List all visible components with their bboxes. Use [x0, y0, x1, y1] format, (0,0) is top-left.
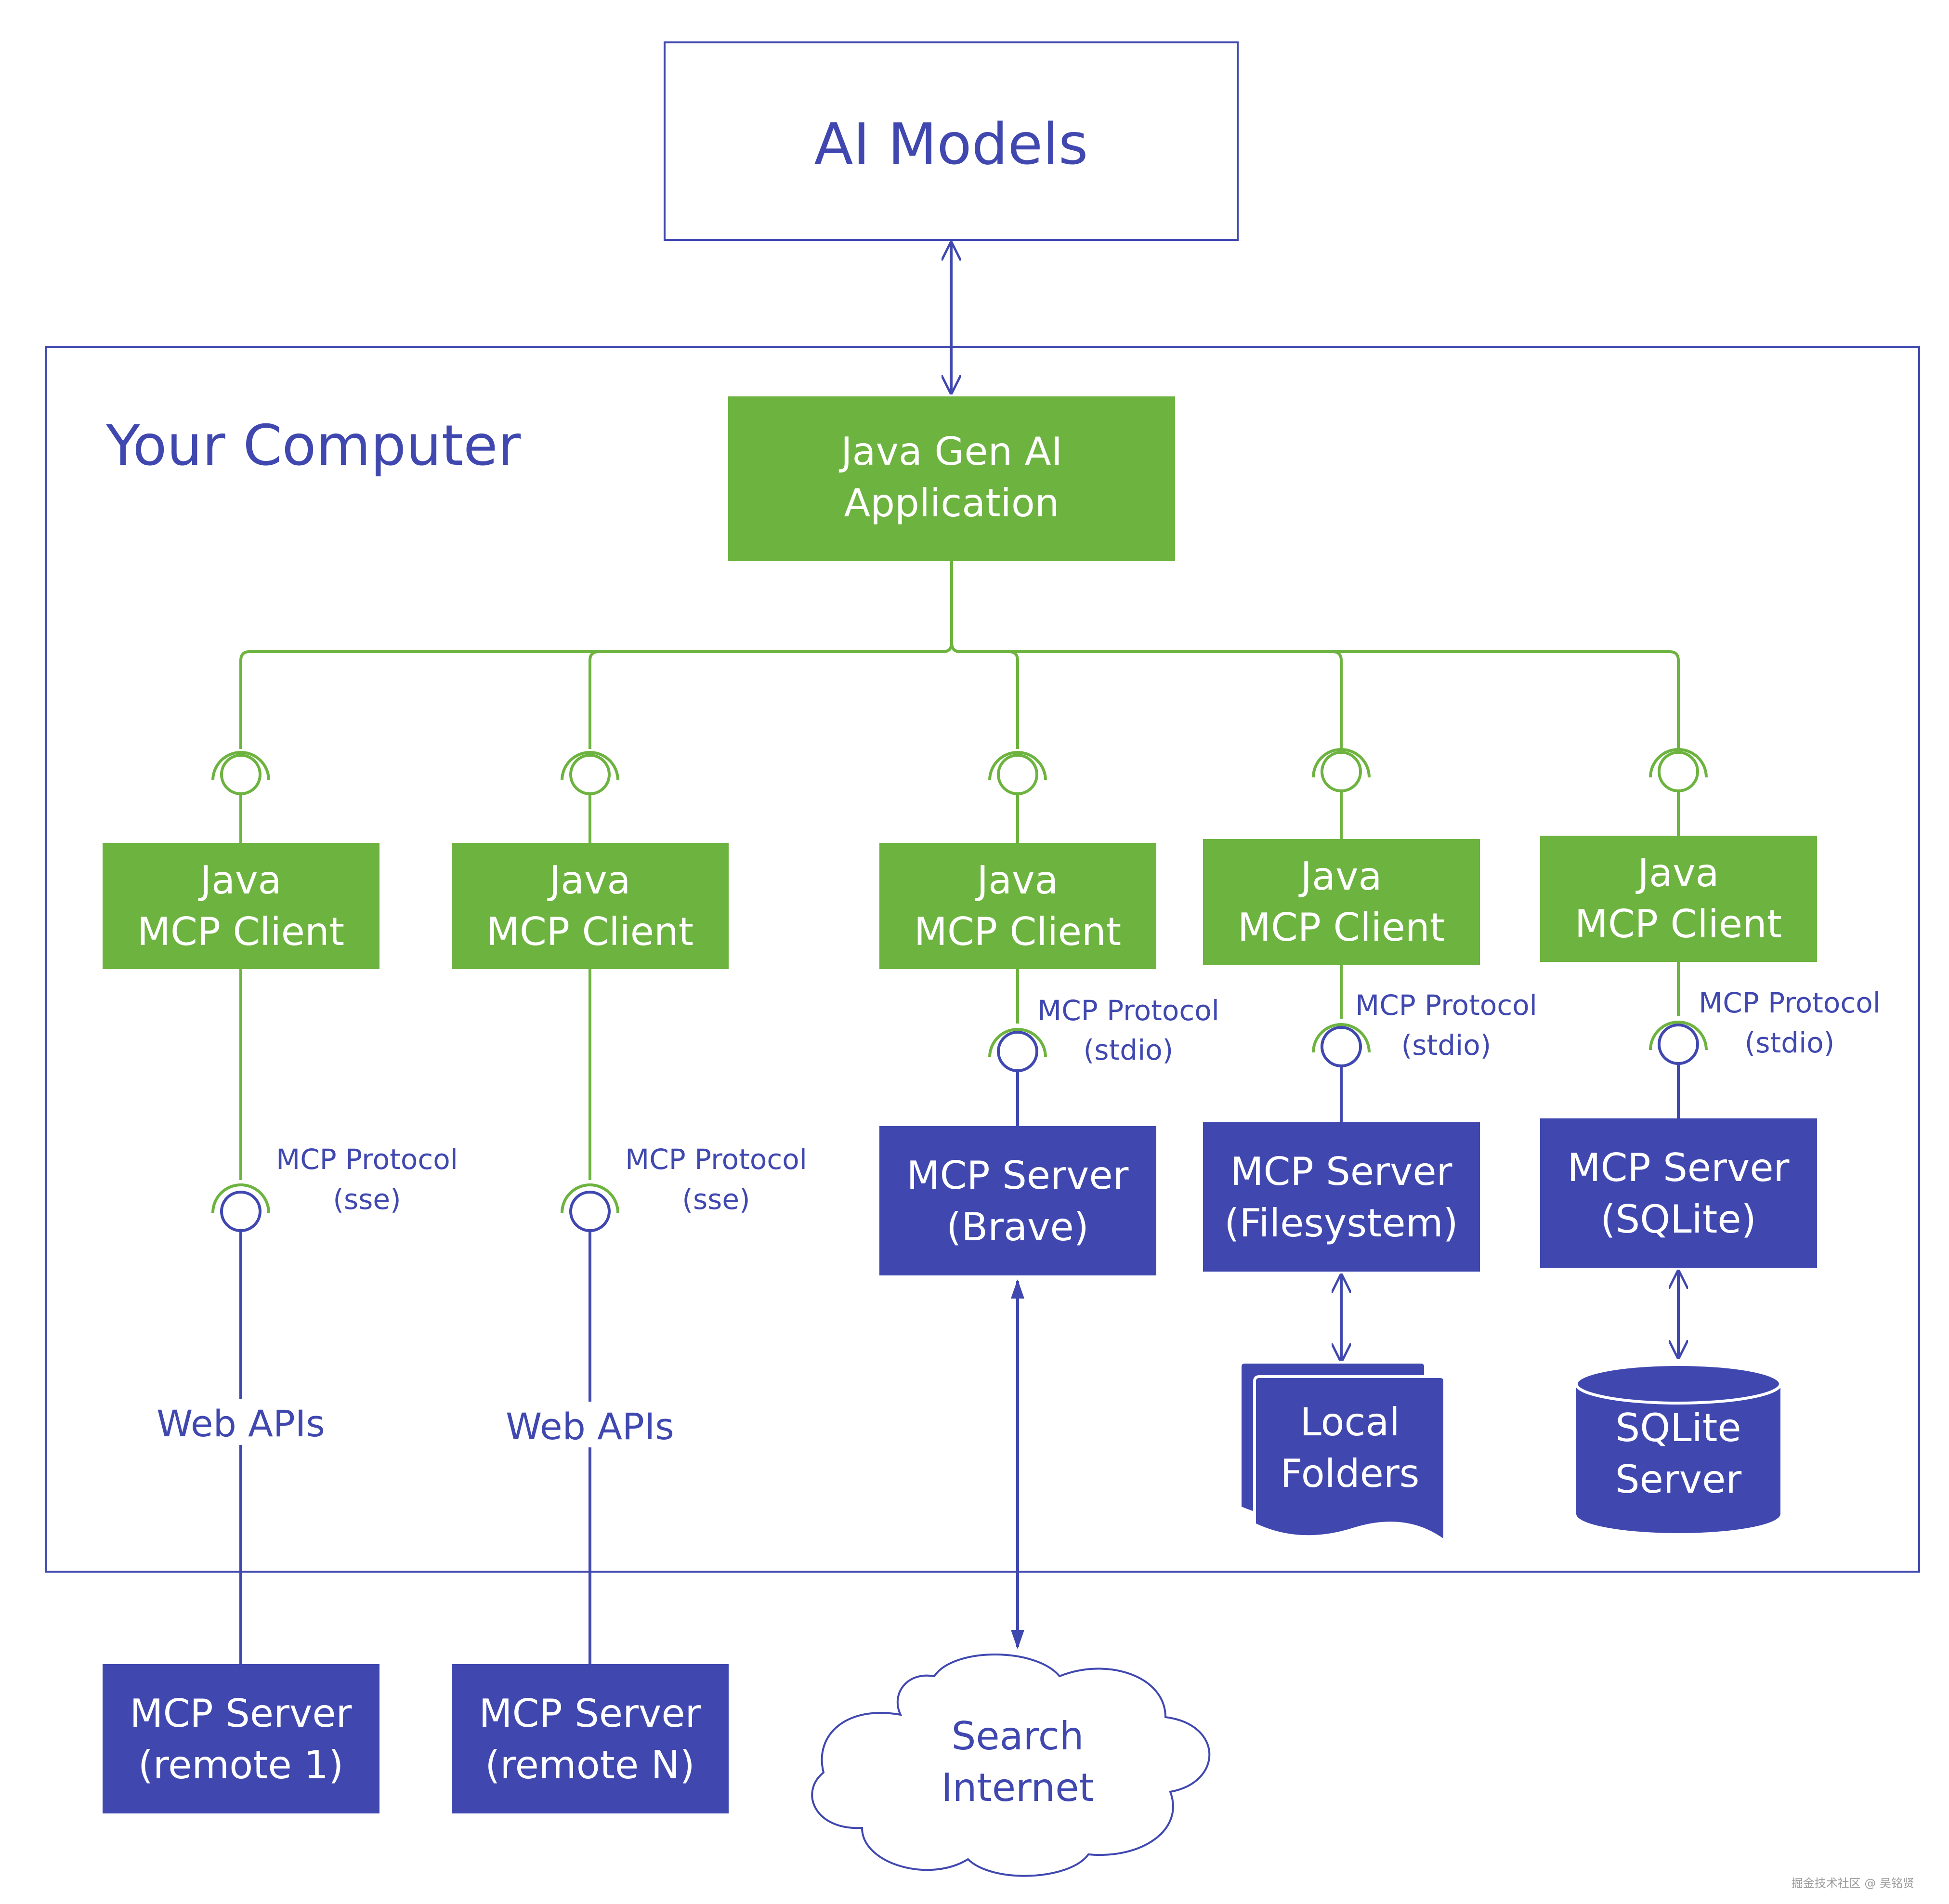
client-3-line1: Java	[975, 858, 1059, 903]
protocol-3-line2: (stdio)	[1084, 1034, 1174, 1066]
client-5-line1: Java	[1635, 851, 1719, 895]
protocol-sockets	[211, 1021, 1708, 1232]
client-1-line1: Java	[198, 858, 282, 903]
remote-n-line2: (remote N)	[485, 1743, 695, 1787]
client-4-line1: Java	[1298, 854, 1382, 899]
sqlite-server-line1: MCP Server	[1568, 1145, 1790, 1190]
java-mcp-client-3: Java MCP Client	[879, 843, 1156, 969]
protocol-5-line2: (stdio)	[1745, 1026, 1835, 1059]
sse-green-lines	[239, 962, 1680, 1180]
java-mcp-client-4: Java MCP Client	[1203, 839, 1480, 965]
app-label-line1: Java Gen AI	[838, 429, 1062, 474]
client-3-line2: MCP Client	[914, 909, 1121, 954]
protocol-4-line1: MCP Protocol	[1355, 989, 1537, 1022]
protocol-2-line2: (sse)	[682, 1183, 750, 1216]
mcp-server-remote-1: MCP Server (remote 1)	[103, 1664, 379, 1813]
client-interface-5	[1649, 748, 1708, 836]
brave-line1: MCP Server	[907, 1153, 1129, 1198]
sqlite-db-line1: SQLite	[1615, 1405, 1741, 1450]
app-connectors	[239, 561, 1680, 749]
watermark-text: 掘金技术社区 @ 吴铭贤	[1792, 1877, 1914, 1890]
mcp-server-sqlite: MCP Server (SQLite)	[1540, 1118, 1817, 1268]
protocol-labels: MCP Protocol (sse) MCP Protocol (sse) MC…	[276, 986, 1881, 1216]
protocol-socket-5	[1649, 1021, 1708, 1065]
remote-1-line2: (remote 1)	[138, 1743, 344, 1787]
client-interface-2	[561, 751, 619, 843]
protocol-socket-4	[1312, 1023, 1371, 1067]
folders-line2: Folders	[1281, 1451, 1420, 1496]
client-4-line2: MCP Client	[1238, 905, 1445, 950]
protocol-2-line1: MCP Protocol	[625, 1143, 807, 1176]
mcp-server-remote-n: MCP Server (remote N)	[452, 1664, 729, 1813]
search-internet-cloud: Search Internet	[811, 1654, 1211, 1877]
protocol-1-line2: (sse)	[333, 1183, 401, 1216]
remote-n-line1: MCP Server	[479, 1691, 701, 1736]
your-computer-boundary: Your Computer	[45, 346, 1920, 1573]
ai-models-label: AI Models	[814, 111, 1088, 177]
client-5-line2: MCP Client	[1575, 902, 1782, 946]
local-folders: Local Folders	[1239, 1361, 1446, 1544]
ai-models-box: AI Models	[664, 41, 1239, 241]
sqlite-server-line2: (SQLite)	[1600, 1197, 1756, 1242]
client-1-line2: MCP Client	[137, 909, 344, 954]
protocol-1-line1: MCP Protocol	[276, 1143, 458, 1176]
your-computer-label: Your Computer	[105, 413, 521, 478]
filesystem-line1: MCP Server	[1230, 1149, 1452, 1194]
client-interfaces	[211, 748, 1708, 843]
sqlite-database: SQLite Server	[1575, 1363, 1782, 1533]
internet-line1: Search	[952, 1714, 1084, 1759]
protocol-socket-2	[561, 1183, 619, 1232]
java-mcp-client-1: Java MCP Client	[103, 843, 379, 969]
protocol-3-line1: MCP Protocol	[1037, 994, 1219, 1027]
client-2-line1: Java	[547, 858, 631, 903]
web-apis-label-1: Web APIs	[157, 1402, 325, 1445]
sqlite-db-line2: Server	[1615, 1457, 1741, 1502]
app-label-line2: Application	[844, 481, 1060, 525]
mcp-server-brave: MCP Server (Brave)	[879, 1126, 1156, 1275]
filesystem-line2: (Filesystem)	[1224, 1201, 1458, 1246]
client-interface-3	[988, 751, 1047, 843]
client-interface-1	[211, 751, 270, 843]
internet-line2: Internet	[941, 1765, 1094, 1810]
client-interface-4	[1312, 748, 1371, 839]
remote-lines	[239, 1064, 1680, 1664]
protocol-4-line2: (stdio)	[1401, 1029, 1491, 1062]
mcp-server-filesystem: MCP Server (Filesystem)	[1203, 1122, 1480, 1272]
protocol-socket-1	[211, 1183, 270, 1232]
remote-1-line1: MCP Server	[130, 1691, 352, 1736]
client-2-line2: MCP Client	[486, 909, 693, 954]
java-gen-ai-application: Java Gen AI Application	[728, 396, 1175, 561]
protocol-socket-3	[988, 1028, 1047, 1072]
protocol-5-line1: MCP Protocol	[1699, 986, 1881, 1019]
brave-line2: (Brave)	[946, 1205, 1089, 1249]
web-apis-label-2: Web APIs	[506, 1405, 674, 1448]
java-mcp-client-5: Java MCP Client	[1540, 836, 1817, 962]
java-mcp-client-2: Java MCP Client	[452, 843, 729, 969]
folders-line1: Local	[1300, 1400, 1400, 1444]
